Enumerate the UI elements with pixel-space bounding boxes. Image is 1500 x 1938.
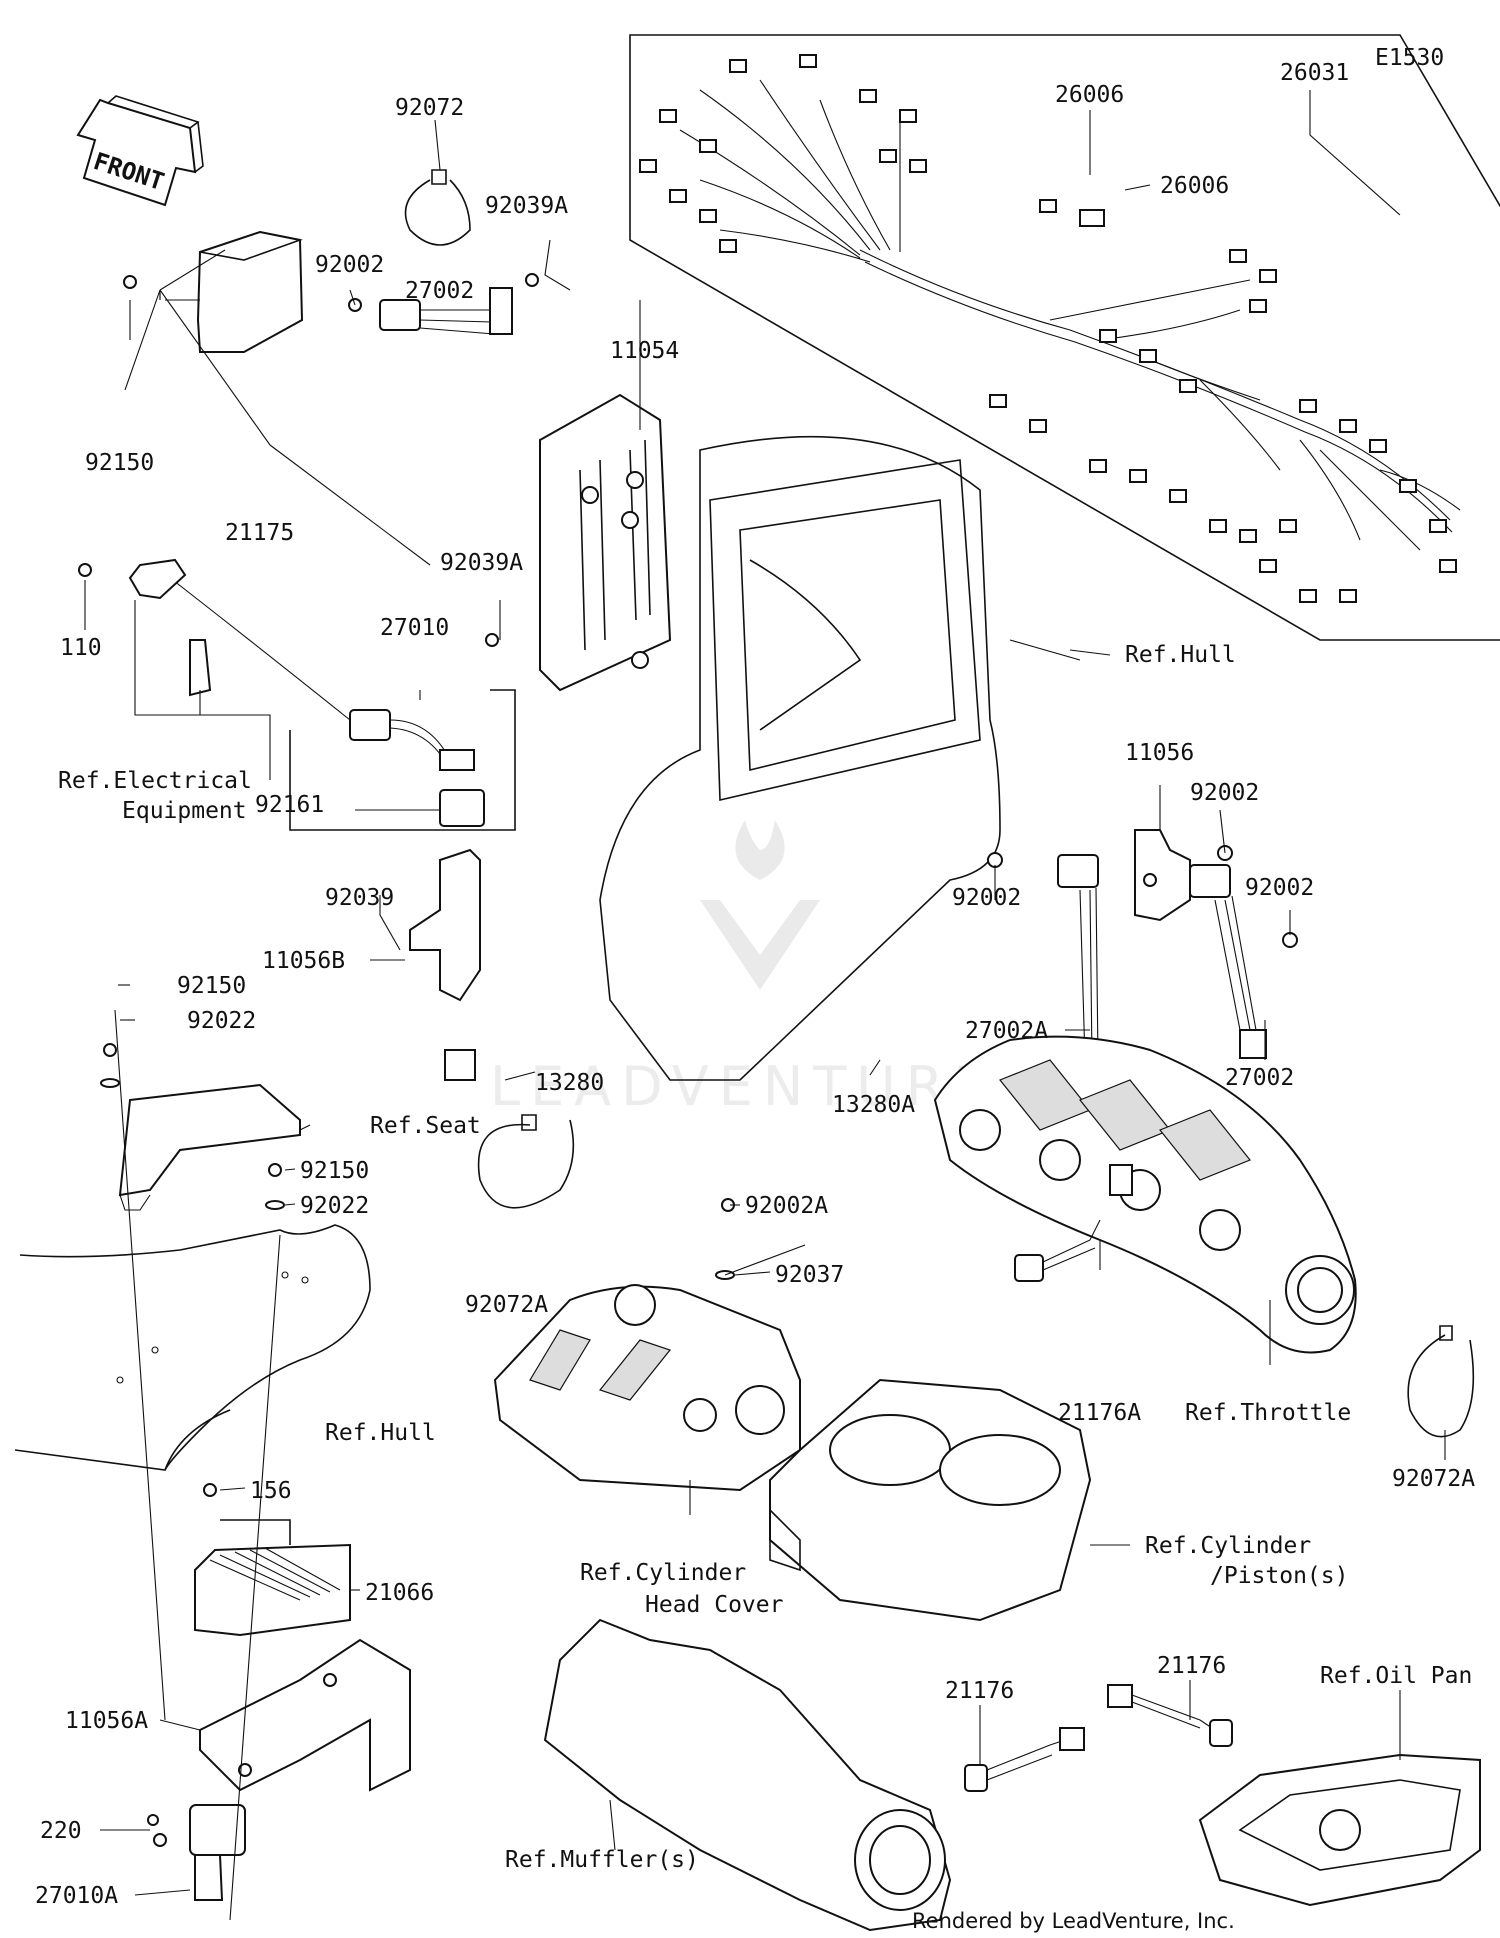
label-27002A: 27002A (965, 1018, 1048, 1044)
label-ref-throttle: Ref.Throttle (1185, 1400, 1351, 1426)
label-92150-a: 92150 (85, 450, 154, 476)
label-21175: 21175 (225, 520, 294, 546)
label-21176-b: 21176 (1157, 1653, 1226, 1679)
label-11056A: 11056A (65, 1708, 148, 1734)
watermark-text: LEADVENTURE (490, 1055, 997, 1118)
label-92002-a: 92002 (315, 252, 384, 278)
cable-ties (404, 169, 1475, 1438)
label-11056: 11056 (1125, 740, 1194, 766)
label-92072A-a: 92072A (465, 1292, 548, 1318)
part-21176-b (1107, 1684, 1233, 1747)
label-ref-hull-a: Ref.Hull (1125, 642, 1236, 668)
label-92072: 92072 (395, 95, 464, 121)
part-21176A (1014, 1164, 1133, 1282)
wiring-harness-assembly (629, 34, 1500, 641)
label-21066: 21066 (365, 1580, 434, 1606)
label-ref-seat: Ref.Seat (370, 1113, 481, 1139)
label-92072A-b: 92072A (1392, 1466, 1475, 1492)
label-92150-b: 92150 (177, 973, 246, 999)
part-11056A (199, 1638, 411, 1792)
label-head-cover: Head Cover (645, 1592, 783, 1618)
part-11054 (539, 393, 672, 692)
label-92039A-a: 92039A (485, 193, 568, 219)
label-156: 156 (250, 1478, 292, 1504)
label-92039A-b: 92039A (440, 550, 523, 576)
label-92022-a: 92022 (187, 1008, 256, 1034)
part-27010A (153, 1804, 246, 1901)
part-21176-a (964, 1727, 1085, 1792)
label-ref-cylinder-head: Ref.Cylinder (580, 1560, 746, 1586)
label-11056B: 11056B (262, 948, 345, 974)
label-21176A: 21176A (1058, 1400, 1141, 1426)
label-92002A: 92002A (745, 1193, 828, 1219)
leader-lines (84, 90, 1446, 1921)
label-equipment: Equipment (122, 798, 247, 824)
throttle-body (933, 1035, 1357, 1354)
label-26006-a: 26006 (1055, 82, 1124, 108)
label-26006-b: 26006 (1160, 173, 1229, 199)
label-piston: /Piston(s) (1210, 1563, 1348, 1589)
part-21175 (159, 230, 304, 446)
label-92150-c: 92150 (300, 1158, 369, 1184)
fasteners (100, 273, 735, 1826)
label-ref-electrical: Ref.Electrical (58, 768, 252, 794)
label-13280: 13280 (535, 1070, 604, 1096)
footer-credit: Rendered by LeadVenture, Inc. (912, 1909, 1235, 1933)
part-27002-upper (379, 287, 513, 335)
label-13280A: 13280A (832, 1092, 915, 1118)
label-92002-b: 92002 (1190, 780, 1259, 806)
label-92037: 92037 (775, 1262, 844, 1288)
part-27010 (159, 569, 516, 831)
label-92002-d: 92002 (1245, 875, 1314, 901)
cylinder-piston (769, 1378, 1092, 1622)
hull-access-opening (599, 435, 1001, 1081)
label-ref-hull-b: Ref.Hull (325, 1420, 436, 1446)
label-92161: 92161 (255, 792, 324, 818)
diagram-id: E1530 (1375, 45, 1444, 71)
watermark-logo (700, 820, 820, 990)
label-ref-cylinder: Ref.Cylinder (1145, 1533, 1311, 1559)
label-26031: 26031 (1280, 60, 1349, 86)
label-27002-b: 27002 (1225, 1065, 1294, 1091)
cylinder-head-cover (493, 1284, 801, 1492)
part-21066 (194, 1519, 351, 1637)
label-92022-b: 92022 (300, 1193, 369, 1219)
label-92002-c: 92002 (952, 885, 1021, 911)
hull-lower (14, 1224, 371, 1471)
label-27010: 27010 (380, 615, 449, 641)
label-27002-a: 27002 (405, 278, 474, 304)
oil-pan (1198, 1753, 1481, 1907)
label-92039: 92039 (325, 885, 394, 911)
label-220: 220 (40, 1818, 82, 1844)
part-110 (78, 558, 271, 780)
label-27010A: 27010A (35, 1883, 118, 1909)
part-labels: E1530 26031 26006 26006 92072 92039A 920… (35, 45, 1475, 1933)
label-11054: 11054 (610, 338, 679, 364)
part-92037-strap (724, 1244, 806, 1276)
label-21176-a: 21176 (945, 1678, 1014, 1704)
label-ref-mufflers: Ref.Muffler(s) (505, 1847, 699, 1873)
label-110: 110 (60, 635, 102, 661)
part-11056B (409, 848, 481, 1081)
seat-bracket (118, 1083, 301, 1211)
muffler (543, 1618, 952, 1932)
front-arrow: FRONT (76, 95, 204, 207)
label-ref-oil-pan: Ref.Oil Pan (1320, 1663, 1472, 1689)
